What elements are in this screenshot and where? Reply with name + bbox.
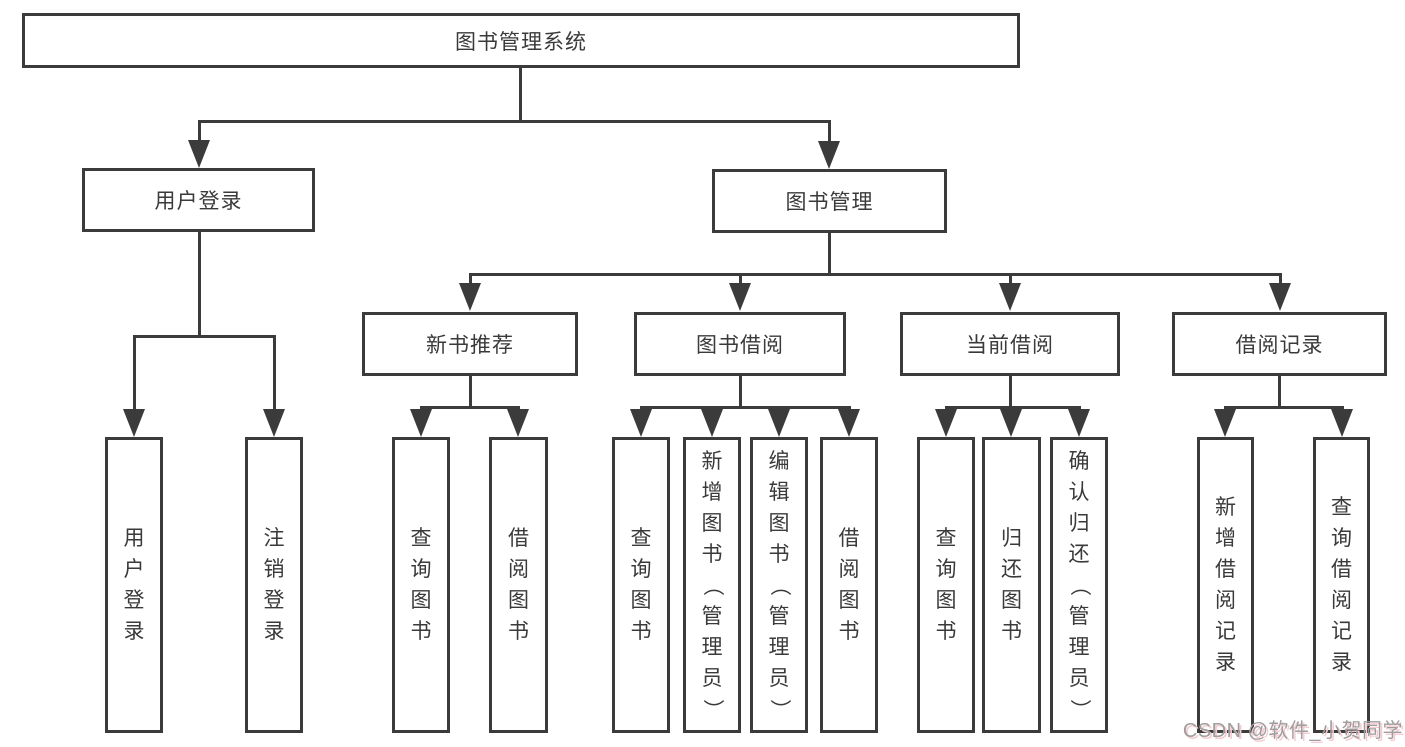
arrowhead-icon — [630, 409, 652, 437]
leaf-query-borrow-record-label: 查询借阅记录 — [1331, 496, 1352, 674]
leaf-add-book-admin: 新增图书（管理员） — [683, 437, 741, 733]
connector-user-login-splitter — [133, 335, 276, 338]
connector-drop-new-book — [469, 273, 472, 285]
connector-borrowing-records-splitter — [1224, 406, 1343, 409]
arrowhead-icon — [123, 409, 145, 437]
connector-book-borrowing-trunk — [739, 376, 742, 406]
node-user-login: 用户登录 — [82, 168, 315, 232]
node-book-management: 图书管理 — [712, 169, 947, 233]
leaf-user-login: 用户登录 — [105, 437, 163, 733]
leaf-borrow-books-recommend: 借阅图书 — [489, 437, 548, 733]
arrowhead-icon — [188, 140, 210, 168]
node-root-label: 图书管理系统 — [455, 30, 587, 54]
arrowhead-icon — [999, 283, 1021, 311]
connector-level2-splitter — [198, 120, 831, 123]
node-current-borrowing-label: 当前借阅 — [966, 334, 1054, 357]
arrowhead-icon — [935, 409, 957, 437]
leaf-query-books-current-label: 查询图书 — [935, 527, 957, 643]
leaf-add-borrow-record-label: 新增借阅记录 — [1215, 496, 1236, 674]
leaf-add-book-admin-label: 新增图书（管理员） — [700, 449, 724, 720]
arrowhead-icon — [507, 409, 529, 437]
watermark: CSDN @软件_小贺同学 — [1182, 720, 1403, 742]
arrowhead-icon — [729, 283, 751, 311]
arrowhead-icon — [1000, 409, 1022, 437]
leaf-user-login-label: 用户登录 — [123, 527, 145, 643]
arrowhead-icon — [1331, 409, 1353, 437]
connector-drop-book-management — [828, 120, 831, 143]
leaf-borrow-books-recommend-label: 借阅图书 — [508, 527, 529, 643]
arrowhead-icon — [838, 409, 860, 437]
connector-level3-splitter — [469, 273, 1282, 276]
leaf-edit-book-admin-label: 编辑图书（管理员） — [767, 449, 791, 720]
arrowhead-icon — [263, 409, 285, 437]
arrowhead-icon — [768, 409, 790, 437]
connector-drop-leaf-user-login — [133, 335, 136, 413]
leaf-borrow-books-label: 借阅图书 — [838, 527, 860, 643]
connector-borrowing-records-trunk — [1278, 375, 1281, 406]
node-borrowing-records: 借阅记录 — [1172, 312, 1387, 376]
leaf-query-books-recommend-label: 查询图书 — [410, 527, 432, 643]
leaf-edit-book-admin: 编辑图书（管理员） — [750, 437, 808, 733]
leaf-confirm-return-admin: 确认归还（管理员） — [1050, 437, 1108, 733]
node-new-book-recommendation: 新书推荐 — [362, 312, 578, 376]
leaf-borrow-books: 借阅图书 — [820, 437, 878, 733]
node-user-login-label: 用户登录 — [154, 190, 243, 213]
arrowhead-icon — [1269, 283, 1291, 311]
connector-current-borrowing-splitter — [945, 406, 1081, 409]
leaf-logout-label: 注销登录 — [263, 527, 285, 643]
arrowhead-icon — [459, 283, 481, 311]
node-borrowing-records-label: 借阅记录 — [1235, 334, 1324, 357]
connector-drop-leaf-logout — [273, 335, 276, 413]
leaf-query-books-borrowing: 查询图书 — [612, 437, 670, 733]
leaf-query-borrow-record: 查询借阅记录 — [1313, 437, 1370, 733]
connector-new-book-splitter — [420, 406, 519, 409]
connector-drop-book-borrowing — [739, 273, 742, 285]
node-root: 图书管理系统 — [22, 13, 1020, 68]
arrowhead-icon — [1068, 409, 1090, 437]
leaf-return-books: 归还图书 — [982, 437, 1041, 733]
leaf-add-borrow-record: 新增借阅记录 — [1197, 437, 1254, 733]
leaf-query-books-current: 查询图书 — [917, 437, 975, 733]
leaf-query-books-recommend: 查询图书 — [392, 437, 450, 733]
connector-book-management-trunk — [828, 233, 831, 273]
connector-book-borrowing-splitter — [640, 406, 850, 409]
connector-drop-user-login — [198, 120, 201, 143]
arrowhead-icon — [818, 141, 840, 169]
leaf-logout: 注销登录 — [245, 437, 303, 733]
connector-user-login-trunk — [198, 232, 201, 335]
node-book-borrowing-label: 图书借阅 — [696, 334, 784, 357]
arrowhead-icon — [701, 409, 723, 437]
node-current-borrowing: 当前借阅 — [900, 312, 1120, 376]
leaf-return-books-label: 归还图书 — [1001, 527, 1022, 643]
connector-new-book-trunk — [469, 376, 472, 406]
arrowhead-icon — [1214, 409, 1236, 437]
connector-drop-borrowing-records — [1279, 273, 1282, 285]
node-book-borrowing: 图书借阅 — [634, 312, 846, 376]
leaf-query-books-borrowing-label: 查询图书 — [630, 527, 652, 643]
connector-current-borrowing-trunk — [1009, 376, 1012, 406]
arrowhead-icon — [410, 409, 432, 437]
leaf-confirm-return-admin-label: 确认归还（管理员） — [1067, 449, 1091, 720]
node-new-book-recommendation-label: 新书推荐 — [426, 334, 514, 357]
connector-root-trunk — [519, 68, 522, 120]
connector-drop-current-borrowing — [1009, 273, 1012, 285]
node-book-management-label: 图书管理 — [785, 191, 874, 214]
